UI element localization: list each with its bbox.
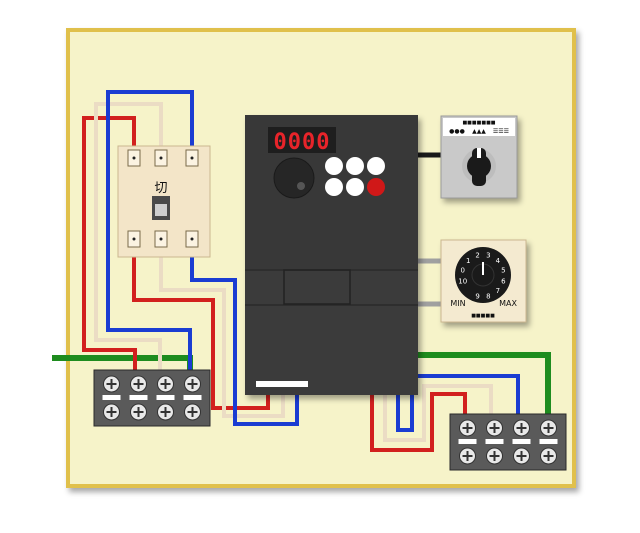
selector-position-2: ▲▲▲ <box>472 128 486 135</box>
speed-dial-number: 7 <box>496 287 500 295</box>
wire-blue-in <box>106 90 194 376</box>
inverter-setting-dial[interactable] <box>273 157 315 199</box>
ground-wire-right <box>412 352 551 418</box>
terminal-block-output <box>449 413 567 471</box>
speed-dial-number: 6 <box>501 277 506 285</box>
wire-beige-breaker-out <box>159 255 285 418</box>
selector-position-3: ☰☰☰ <box>493 128 509 135</box>
wire-red-in <box>82 116 137 376</box>
speed-dial-min-label: MIN <box>450 299 465 308</box>
terminal-label-strip <box>539 439 558 444</box>
inverter-display <box>268 127 336 153</box>
speed-dial-number: 10 <box>458 277 467 285</box>
inverter-terminal-cover <box>283 269 351 305</box>
inverter-stop-button[interactable] <box>367 178 385 196</box>
inverter-button-5[interactable] <box>346 178 364 196</box>
inverter-display-digits: 0000 <box>274 130 331 155</box>
speed-dial-number: 4 <box>496 257 501 265</box>
wire-beige-motor <box>383 384 493 442</box>
terminal-block-input <box>93 369 211 427</box>
selector-knob[interactable] <box>467 148 491 186</box>
circuit-breaker: 切 <box>117 145 211 258</box>
speed-dial-number: 3 <box>486 252 490 260</box>
wire-beige-in <box>94 102 163 376</box>
terminal-label-strip <box>183 395 202 400</box>
speed-dial-number: 2 <box>475 252 479 260</box>
selector-top-mark: ■■■■■■■ <box>462 120 495 126</box>
speed-dial-number: 5 <box>501 267 505 275</box>
speed-dial-max-label: MAX <box>499 299 517 308</box>
terminal-label-strip <box>129 395 148 400</box>
speed-dial-number: 0 <box>460 267 464 275</box>
inverter-button-1[interactable] <box>325 157 343 175</box>
selector-switch: ■■■■■■■ ●●● ▲▲▲ ☰☰☰ <box>440 115 518 199</box>
terminal-label-strip <box>485 439 504 444</box>
terminal-label-strip <box>512 439 531 444</box>
inverter-nameplate-strip <box>256 381 308 387</box>
speed-dial-number: 8 <box>486 292 490 300</box>
speed-dial-number: 9 <box>475 292 479 300</box>
wire-blue-breaker-out <box>190 255 299 426</box>
speed-dial-number: 1 <box>466 257 470 265</box>
wire-red-breaker-out <box>132 255 270 410</box>
inverter-button-2[interactable] <box>346 157 364 175</box>
wire-blue-motor <box>396 374 520 432</box>
wire-red-motor <box>370 392 467 452</box>
speed-dial-bottom-mark: ■■■■■ <box>471 313 495 319</box>
breaker-off-label: 切 <box>154 181 167 196</box>
inverter-button-4[interactable] <box>325 178 343 196</box>
terminal-label-strip <box>156 395 175 400</box>
selector-position-1: ●●● <box>449 128 465 135</box>
inverter-button-3[interactable] <box>367 157 385 175</box>
inverter-unit: 0000 <box>245 115 418 395</box>
terminal-label-strip <box>102 395 121 400</box>
terminal-label-strip <box>458 439 477 444</box>
